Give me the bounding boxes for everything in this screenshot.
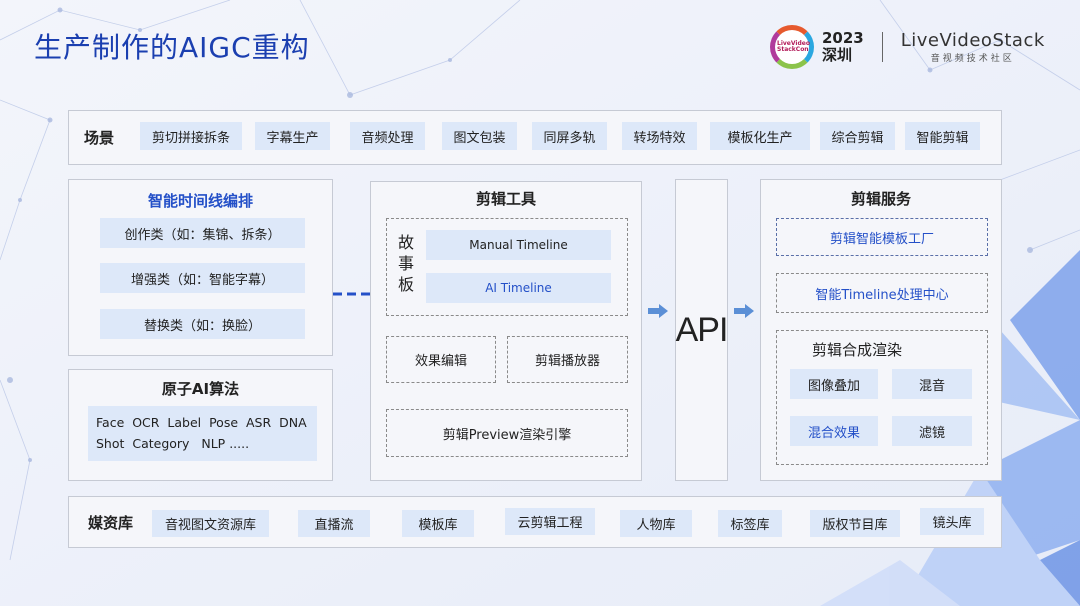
media-tag: 人物库	[620, 510, 692, 537]
scene-tag: 模板化生产	[710, 122, 810, 150]
scene-tag: 图文包装	[442, 122, 517, 150]
preview-render-engine: 剪辑Preview渲染引擎	[386, 409, 628, 457]
timeline-item: 替换类（如：换脸）	[100, 309, 305, 339]
scene-tag: 综合剪辑	[820, 122, 895, 150]
render-title: 剪辑合成渲染	[812, 341, 903, 359]
brand-name: LiveVideoStack	[900, 30, 1045, 51]
media-tag: 镜头库	[920, 508, 984, 535]
algorithm-list: Face OCR Label Pose ASR DNA Shot Categor…	[88, 406, 317, 461]
render-item: 图像叠加	[790, 369, 878, 399]
logo-year: 2023	[822, 29, 864, 47]
scene-tag: 智能剪辑	[905, 122, 980, 150]
scene-tag: 音频处理	[350, 122, 425, 150]
algorithm-line-1: Face OCR Label Pose ASR DNA	[96, 415, 307, 430]
brand-subtitle: 音视频技术社区	[930, 54, 1015, 64]
media-tag: 模板库	[402, 510, 474, 537]
render-item: 混音	[892, 369, 972, 399]
livevideo-stackcon-badge-icon: LiveVideo StackCon	[770, 25, 814, 69]
livevideostack-brand: LiveVideoStack 音视频技术社区	[901, 30, 1045, 64]
logo-city: 深圳	[822, 46, 853, 64]
effects-editor: 效果编辑	[386, 336, 496, 383]
media-library-label: 媒资库	[88, 514, 134, 532]
media-tag: 版权节目库	[810, 510, 900, 537]
template-factory: 剪辑智能模板工厂	[776, 218, 988, 256]
render-item: 混合效果	[790, 416, 878, 446]
scene-tag: 字幕生产	[255, 122, 330, 150]
render-item: 滤镜	[892, 416, 972, 446]
atomic-ai-title: 原子AI算法	[161, 380, 240, 398]
editing-player: 剪辑播放器	[507, 336, 628, 383]
logo-year-city: 2023 深圳	[822, 30, 864, 64]
ai-timeline: AI Timeline	[426, 273, 611, 303]
scene-tag: 同屏多轨	[532, 122, 607, 150]
media-tag: 标签库	[718, 510, 782, 537]
scenes-label: 场景	[84, 129, 115, 147]
logo-divider	[881, 32, 883, 62]
timeline-item: 增强类（如：智能字幕）	[100, 263, 305, 293]
timeline-processing-center: 智能Timeline处理中心	[776, 273, 988, 313]
editing-tools-title: 剪辑工具	[475, 190, 536, 208]
render-group	[776, 330, 988, 465]
scene-tag: 剪切拼接拆条	[140, 122, 242, 150]
algorithm-line-2: Shot Category NLP .....	[96, 436, 250, 451]
arrow-right-icon	[648, 304, 668, 318]
page-title: 生产制作的AIGC重构	[34, 31, 310, 64]
timeline-item: 创作类（如：集锦、拆条）	[100, 218, 305, 248]
storyboard-group	[386, 218, 628, 316]
media-tag: 音视图文资源库	[152, 510, 269, 537]
api-block: API	[675, 179, 728, 481]
conference-logo: LiveVideo StackCon 2023 深圳 LiveVideoStac…	[770, 22, 1045, 72]
manual-timeline: Manual Timeline	[426, 230, 611, 260]
editing-services-title: 剪辑服务	[850, 190, 911, 208]
media-tag: 云剪辑工程	[505, 508, 595, 535]
storyboard-label: 故事板	[398, 233, 415, 294]
smart-timeline-title: 智能时间线编排	[147, 192, 253, 210]
arrow-right-icon	[734, 304, 754, 318]
scene-tag: 转场特效	[622, 122, 697, 150]
media-tag: 直播流	[298, 510, 370, 537]
